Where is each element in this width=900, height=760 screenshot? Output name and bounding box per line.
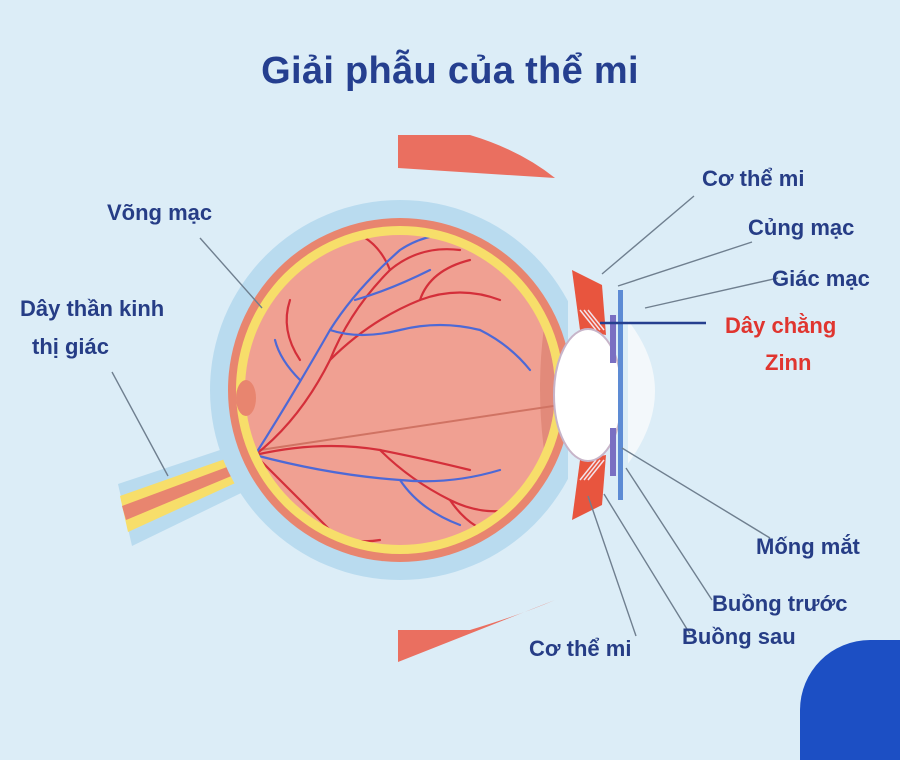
cornea-edge <box>618 290 623 500</box>
label-iris: Mống mắt <box>756 534 860 559</box>
ciliary-muscle-bottom <box>572 455 606 520</box>
label-zonule-line2: Zinn <box>765 350 812 375</box>
leader-anterior-chamber <box>625 467 713 601</box>
vitreous-body <box>245 235 555 545</box>
eye-cross-section-diagram <box>111 135 779 662</box>
ciliary-muscle-top <box>572 270 606 335</box>
label-optic-nerve-line2: thị giác <box>32 334 110 359</box>
leader-ciliary-top <box>601 195 695 275</box>
upper-eyelid <box>398 135 555 178</box>
label-cornea: Giác mạc <box>772 266 870 291</box>
lower-eyelid <box>398 600 555 662</box>
arteries <box>253 235 512 543</box>
zonule-fibers <box>579 309 605 481</box>
label-zonule-line1: Dây chằng <box>725 313 837 338</box>
leader-ciliary-bottom <box>587 495 637 637</box>
leader-iris <box>621 447 771 539</box>
label-anterior-chamber: Buồng trước <box>712 591 848 616</box>
iris-top <box>610 315 616 363</box>
optic-disc <box>236 380 256 416</box>
leader-retina <box>199 237 263 309</box>
label-ciliary-body-bottom: Cơ thể mi <box>529 636 632 661</box>
leader-lines <box>111 195 779 637</box>
label-posterior-chamber: Buồng sau <box>682 624 796 649</box>
label-optic-nerve-line1: Dây thần kinh <box>20 296 165 321</box>
leader-sclera <box>617 241 753 287</box>
iris-bottom <box>610 428 616 476</box>
label-retina: Võng mạc <box>107 200 213 225</box>
leader-cornea <box>644 277 779 309</box>
page-title: Giải phẫu của thể mi <box>261 50 639 92</box>
horizontal-axis-line <box>259 404 555 451</box>
label-ciliary-body-top: Cơ thể mi <box>702 166 805 191</box>
label-sclera: Củng mạc <box>748 215 855 240</box>
leader-optic-nerve <box>111 371 169 477</box>
leader-posterior-chamber <box>603 493 691 635</box>
